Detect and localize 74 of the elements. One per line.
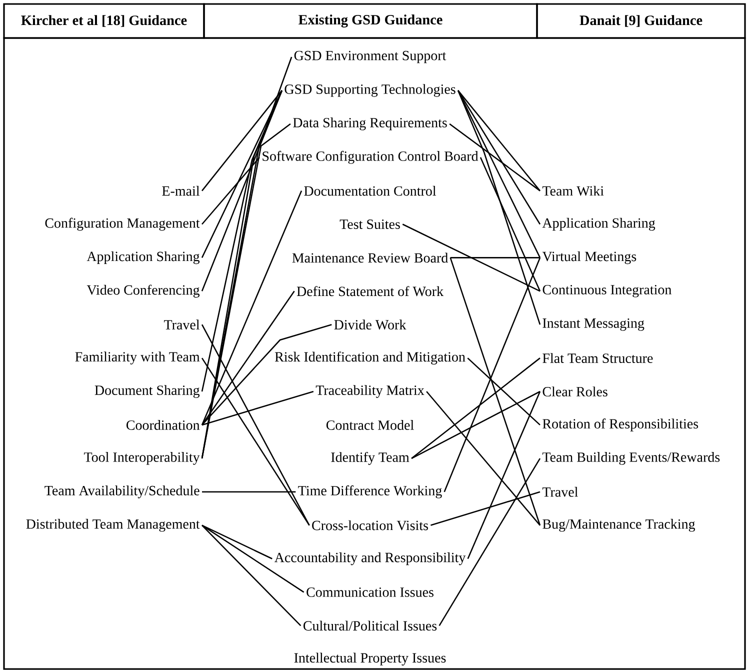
connector-line (201, 123, 291, 459)
item-label: Team Building Events/Rewards (542, 452, 720, 465)
connector-line (201, 358, 310, 526)
item-label: Bug/Maintenance Tracking (542, 518, 696, 532)
connector-line (450, 258, 541, 526)
item-label: Cross-location Visits (312, 520, 428, 530)
item-label: Risk Identification and Mitigation (274, 352, 466, 364)
item-label: Intellectual Property Issues (294, 652, 446, 666)
item-label: Virtual Meetings (542, 251, 636, 264)
connector-line (457, 90, 541, 258)
item-label: Data Sharing Requirements (293, 118, 447, 130)
item-label: Contract Model (326, 420, 414, 430)
connector-line (411, 390, 540, 459)
item-label: Communication Issues (306, 588, 434, 597)
connector-line (458, 90, 540, 192)
item-label: Document Sharing (94, 385, 200, 398)
item-label: Divide Work (334, 320, 406, 330)
connector-line (430, 491, 540, 526)
item-label: Instant Messaging (542, 318, 644, 331)
item-label: Time Difference Working (298, 485, 442, 498)
item-label: Distributed Team Management (26, 518, 200, 532)
item-label: Identify Team (331, 452, 410, 465)
item-label: Accountability and Responsibility (274, 552, 466, 566)
connector-line (457, 90, 541, 225)
item-label: Team Availability/Schedule (44, 485, 200, 498)
item-label: Travel (542, 486, 578, 497)
connector-line (202, 90, 282, 192)
item-label: Software Configuration Control Board (262, 150, 478, 164)
column-header: Existing GSD Guidance (203, 3, 538, 39)
connector-line (450, 257, 540, 258)
connector-line (201, 90, 283, 258)
item-label: Clear Roles (542, 386, 608, 396)
item-label: Application Sharing (86, 251, 200, 264)
item-label: Traceability Matrix (316, 385, 424, 398)
item-label: Continuous Integration (542, 285, 672, 298)
item-label: Maintenance Review Board (292, 252, 448, 263)
item-label: Flat Team Structure (542, 353, 653, 363)
connector-line (201, 190, 302, 426)
connector-line (480, 157, 541, 292)
connector-line (444, 257, 541, 492)
item-label: Cultural/Political Issues (304, 620, 437, 631)
connector-line (426, 391, 540, 526)
item-label: Configuration Management (45, 218, 200, 231)
connector-line (411, 358, 540, 459)
item-label: Tool Interoperability (84, 452, 200, 465)
item-label: Define Statement of Work (296, 286, 444, 296)
connector-line (467, 391, 541, 560)
item-label: Video Conferencing (86, 284, 200, 298)
item-label: Application Sharing (542, 218, 656, 231)
item-label: GSD Supporting Technologies (284, 84, 456, 97)
connector-line (457, 90, 541, 325)
connector-line (201, 290, 295, 426)
column-header: Danait [9] Guidance (536, 3, 746, 39)
item-label: Familiarity with Team (75, 352, 200, 364)
item-label: Team Wiki (542, 186, 604, 196)
connector-line (202, 156, 260, 225)
connector-line (449, 123, 540, 192)
item-label: Coordination (126, 420, 200, 430)
connector-line (202, 524, 302, 626)
connector-line (202, 324, 332, 426)
connector-line (467, 358, 540, 426)
connector-line (202, 390, 314, 426)
connector-line (438, 458, 541, 626)
connector-line (402, 224, 540, 292)
connector-line (202, 524, 272, 560)
item-label: GSD Environment Support (294, 50, 446, 64)
item-label: Travel (164, 320, 200, 330)
connector-line (202, 491, 296, 492)
item-label: E-mail (162, 186, 200, 196)
item-label: Test Suites (340, 220, 400, 229)
item-label: Rotation of Responsibilities (542, 418, 698, 432)
column-header: Kircher et al [18] Guidance (3, 3, 205, 39)
item-label: Documentation Control (304, 186, 436, 196)
connector-line (202, 524, 304, 593)
